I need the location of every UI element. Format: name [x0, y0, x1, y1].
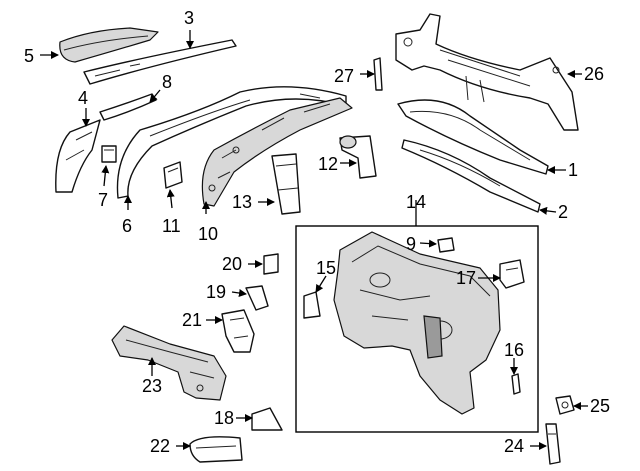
label-1: 1: [568, 160, 578, 180]
part-26-crosscar-beam: [395, 13, 579, 131]
label-24: 24: [504, 436, 524, 456]
part-9-clip: [437, 237, 455, 253]
part-21-bracket: [221, 309, 255, 353]
part-17-bracket: [499, 259, 525, 289]
label-21: 21: [182, 310, 202, 330]
label-4: 4: [78, 88, 88, 108]
part-14-dash-panel: [333, 231, 501, 415]
part-10-side-member: [201, 97, 353, 207]
part-14-group-frame: [295, 225, 539, 433]
label-3: 3: [184, 8, 194, 28]
part-27-stud: [373, 57, 383, 91]
part-24-bracket: [545, 423, 561, 465]
label-26: 26: [584, 64, 604, 84]
label-13: 13: [232, 192, 252, 212]
label-23: 23: [142, 376, 162, 396]
part-7-clip: [101, 145, 117, 163]
label-7: 7: [98, 190, 108, 210]
label-12: 12: [318, 154, 338, 174]
part-13-duct: [271, 153, 301, 215]
label-20: 20: [222, 254, 242, 274]
part-18-plate: [251, 407, 283, 431]
label-17: 17: [456, 268, 476, 288]
part-4-inner-panel: [55, 119, 101, 193]
part-1-cowl-panel: [397, 99, 549, 175]
label-8: 8: [162, 72, 172, 92]
part-16-stud: [511, 373, 521, 395]
part-5-cover-panel: [59, 27, 159, 63]
label-14: 14: [406, 192, 426, 212]
label-2: 2: [558, 202, 568, 222]
part-15-seal: [303, 291, 321, 319]
callout-arrows: [40, 30, 588, 450]
label-10: 10: [198, 224, 218, 244]
label-16: 16: [504, 340, 524, 360]
label-9: 9: [406, 234, 416, 254]
part-2-lower-panel: [401, 139, 541, 213]
part-8-bracket: [99, 93, 157, 121]
label-6: 6: [122, 216, 132, 236]
label-18: 18: [214, 408, 234, 428]
part-19-bracket: [245, 285, 269, 311]
label-11: 11: [162, 216, 181, 236]
label-15: 15: [316, 258, 336, 278]
label-27: 27: [334, 66, 354, 86]
part-11-small-bracket: [163, 161, 183, 189]
label-25: 25: [590, 396, 610, 416]
label-19: 19: [206, 282, 226, 302]
part-23-lower-member: [111, 325, 227, 401]
part-12-cylinder: [339, 135, 377, 179]
part-22-bracket: [189, 436, 243, 463]
part-3-upper-rail: [83, 39, 237, 85]
label-5: 5: [24, 46, 34, 66]
part-20-clip: [263, 253, 279, 275]
label-22: 22: [150, 436, 170, 456]
part-25-nut: [555, 395, 575, 415]
